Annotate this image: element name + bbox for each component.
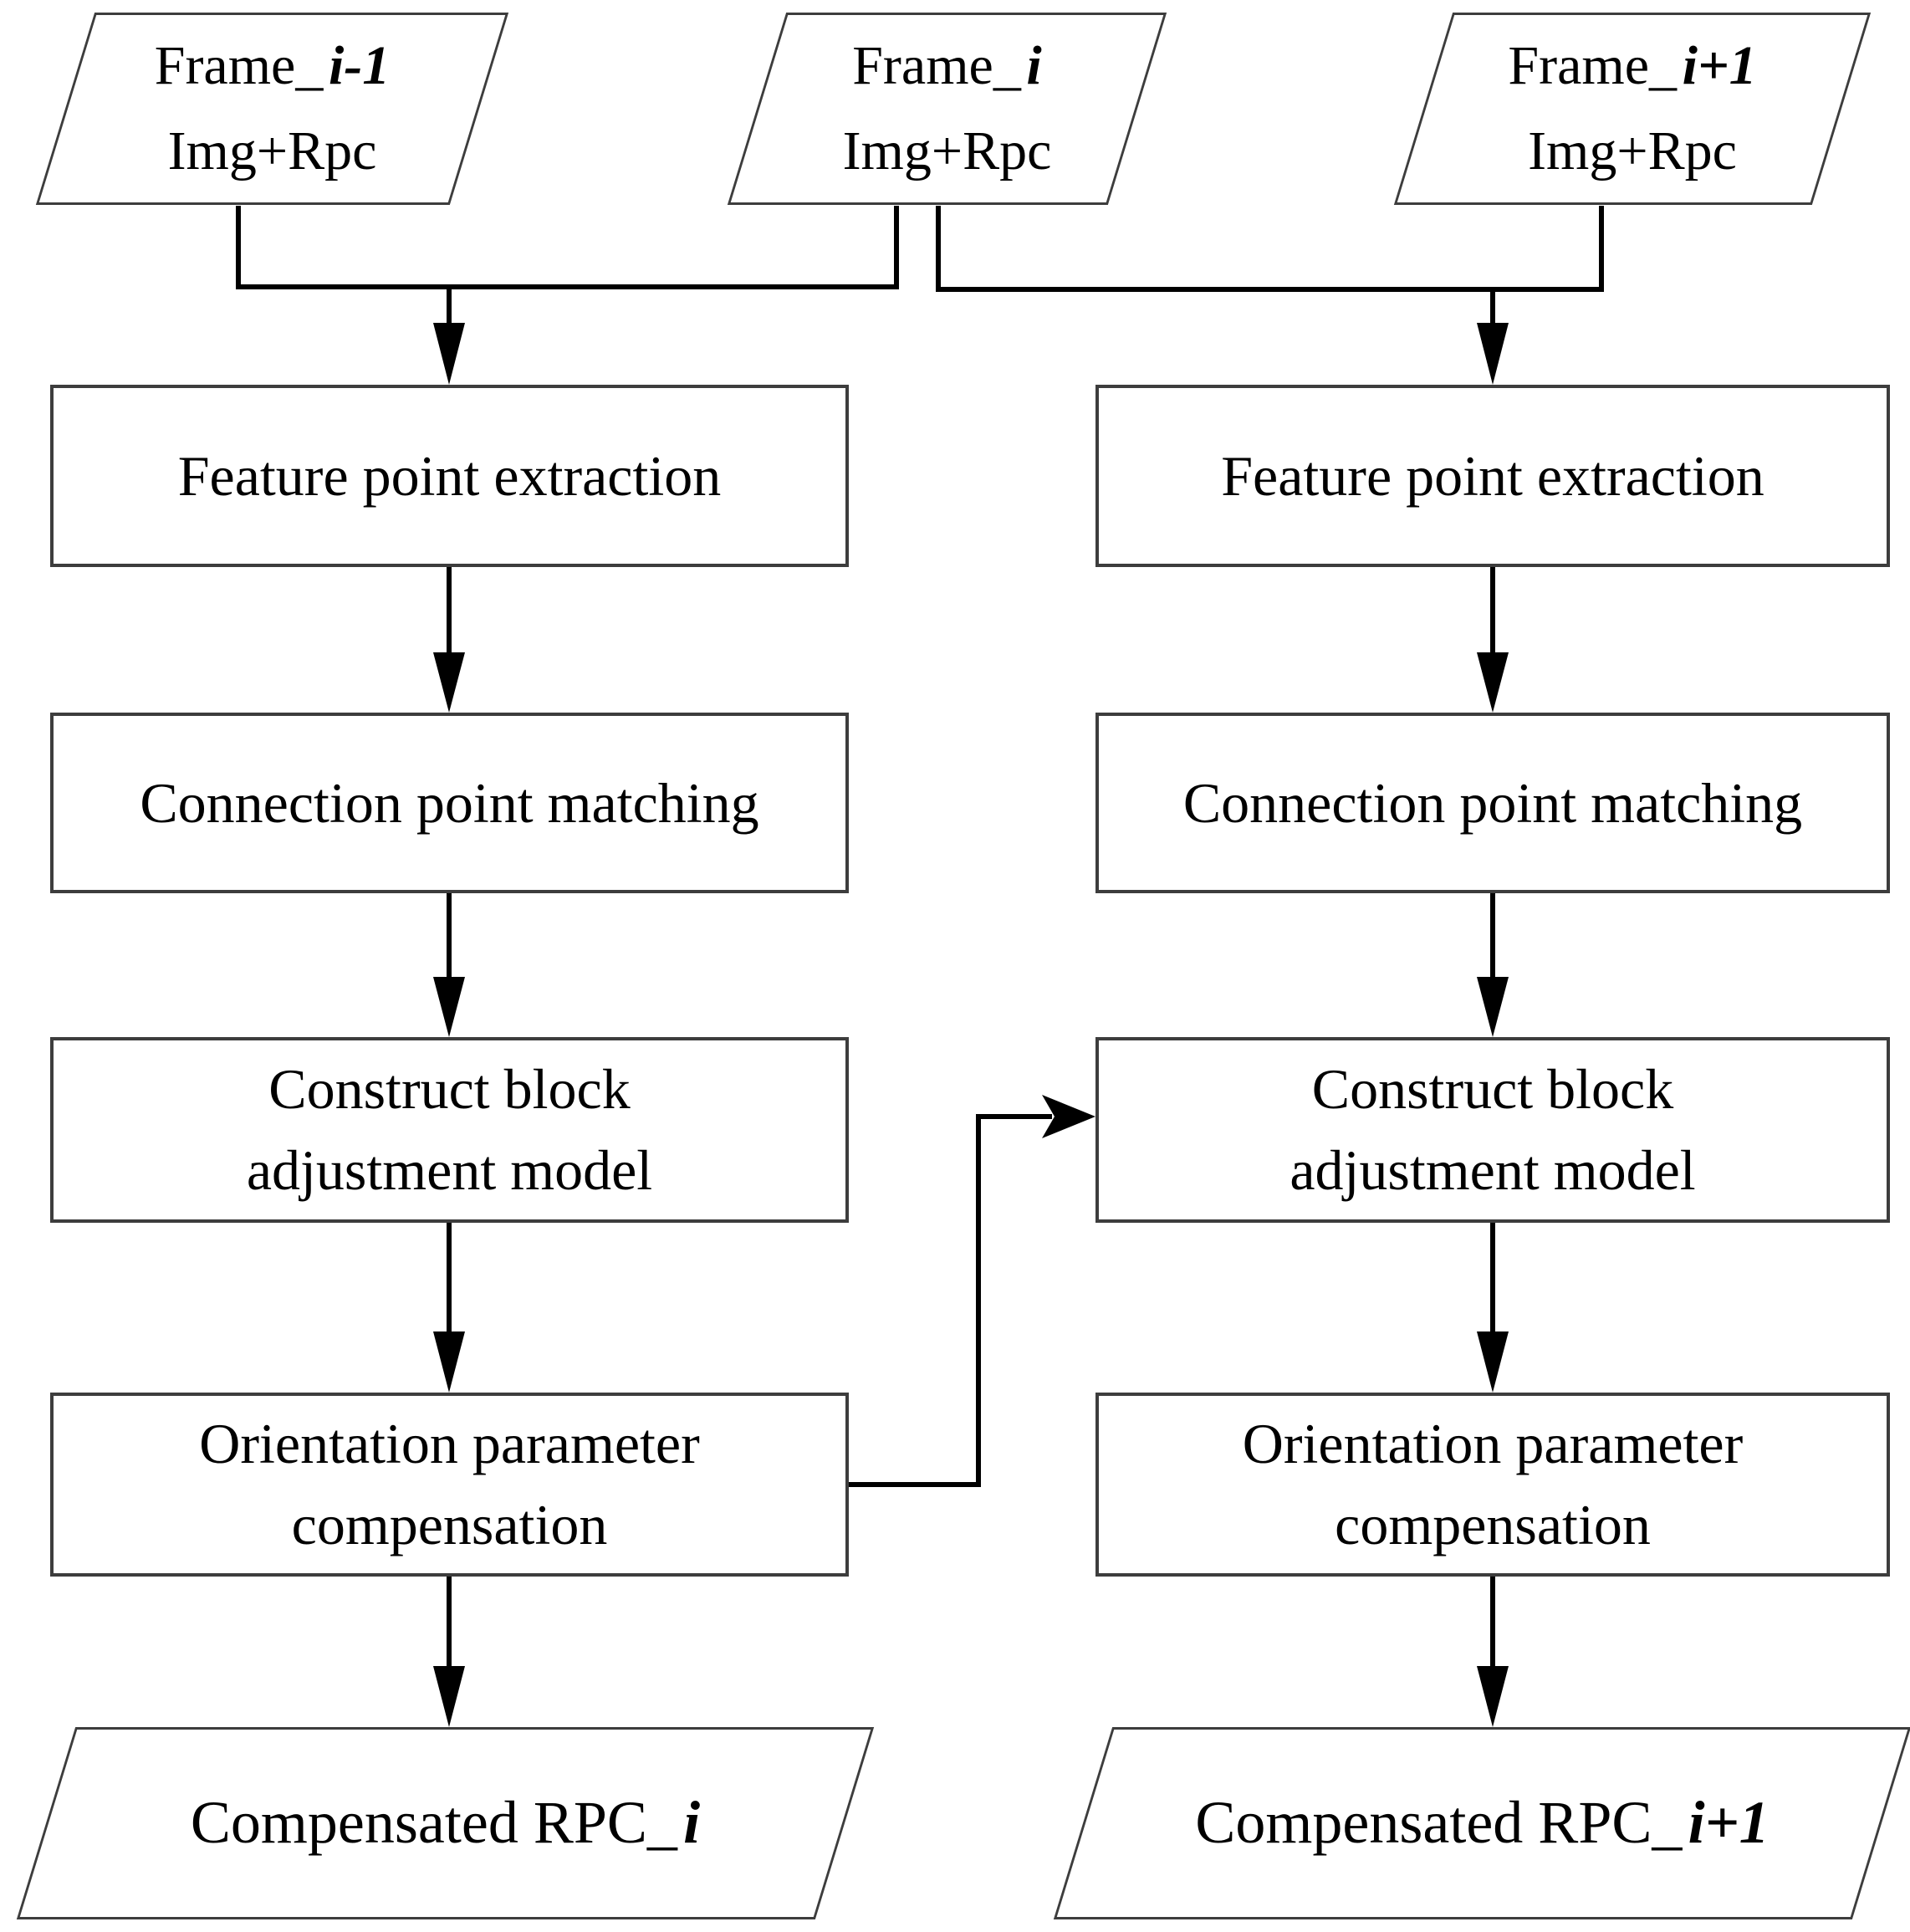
process-box-right-feature-point-extraction: Feature point extraction	[1095, 385, 1890, 567]
arrowhead-cross	[1042, 1095, 1095, 1138]
process-box-left-construct-block-adjustment: Construct block adjustment model	[50, 1037, 849, 1223]
frame-prefix: Frame_	[154, 34, 324, 96]
output-index: i+1	[1688, 1789, 1770, 1857]
arrowhead-right-1-2	[1477, 652, 1509, 713]
process-label: Orientation parameter compensation	[1242, 1412, 1744, 1556]
node-label: Frame_i-1	[155, 23, 391, 109]
arrowhead-left-output	[433, 1666, 465, 1727]
node-label: Compensated RPC_i	[191, 1776, 700, 1870]
process-label: Construct block adjustment model	[246, 1057, 653, 1202]
node-sublabel: Img+Rpc	[167, 120, 377, 181]
process-box-left-connection-point-matching: Connection point matching	[50, 713, 849, 893]
frame-prefix: Frame_	[1508, 34, 1678, 96]
node-sublabel: Img+Rpc	[842, 120, 1052, 181]
process-box-right-orientation-compensation: Orientation parameter compensation	[1095, 1393, 1890, 1577]
bus-right-merge	[936, 206, 1604, 292]
input-node-frame-i-1: Frame_i-1 Img+Rpc	[35, 13, 509, 205]
output-prefix: Compensated RPC_	[1195, 1789, 1683, 1857]
process-label: Feature point extraction	[1221, 443, 1764, 508]
process-box-right-construct-block-adjustment: Construct block adjustment model	[1095, 1037, 1890, 1223]
input-node-frame-i: Frame_i Img+Rpc	[727, 13, 1167, 205]
output-prefix: Compensated RPC_	[190, 1789, 677, 1857]
arrowhead-right-2-3	[1477, 977, 1509, 1037]
process-label: Construct block adjustment model	[1290, 1057, 1696, 1202]
arrowhead-left-1-2	[433, 652, 465, 713]
arrowhead-left-3-4	[433, 1331, 465, 1393]
process-label: Feature point extraction	[177, 443, 722, 508]
node-label: Compensated RPC_i+1	[1195, 1776, 1769, 1870]
process-label: Orientation parameter compensation	[199, 1412, 700, 1556]
process-box-left-orientation-compensation: Orientation parameter compensation	[50, 1393, 849, 1577]
arrowhead-right-3-4	[1477, 1331, 1509, 1393]
node-label: Frame_i	[852, 23, 1042, 109]
process-label: Connection point matching	[140, 770, 759, 835]
input-node-frame-i-plus-1: Frame_i+1 Img+Rpc	[1393, 13, 1872, 205]
frame-prefix: Frame_	[852, 34, 1021, 96]
arrowhead-right-output	[1477, 1666, 1509, 1727]
output-node-compensated-rpc-i: Compensated RPC_i	[16, 1727, 875, 1919]
bus-left-merge	[236, 206, 899, 289]
arrowhead-left-2-3	[433, 977, 465, 1037]
arrowhead-left-input	[433, 323, 465, 385]
output-index: i	[683, 1789, 701, 1857]
frame-index: i+1	[1682, 34, 1757, 96]
cross-connector	[849, 1114, 1052, 1487]
arrowhead-right-input	[1477, 323, 1509, 385]
process-label: Connection point matching	[1182, 770, 1803, 835]
process-box-left-feature-point-extraction: Feature point extraction	[50, 385, 849, 567]
frame-index: i-1	[328, 34, 391, 96]
frame-index: i	[1026, 34, 1042, 96]
node-sublabel: Img+Rpc	[1528, 120, 1737, 181]
process-box-right-connection-point-matching: Connection point matching	[1095, 713, 1890, 893]
output-node-compensated-rpc-i-plus-1: Compensated RPC_i+1	[1053, 1727, 1910, 1919]
node-label: Frame_i+1	[1508, 23, 1756, 109]
